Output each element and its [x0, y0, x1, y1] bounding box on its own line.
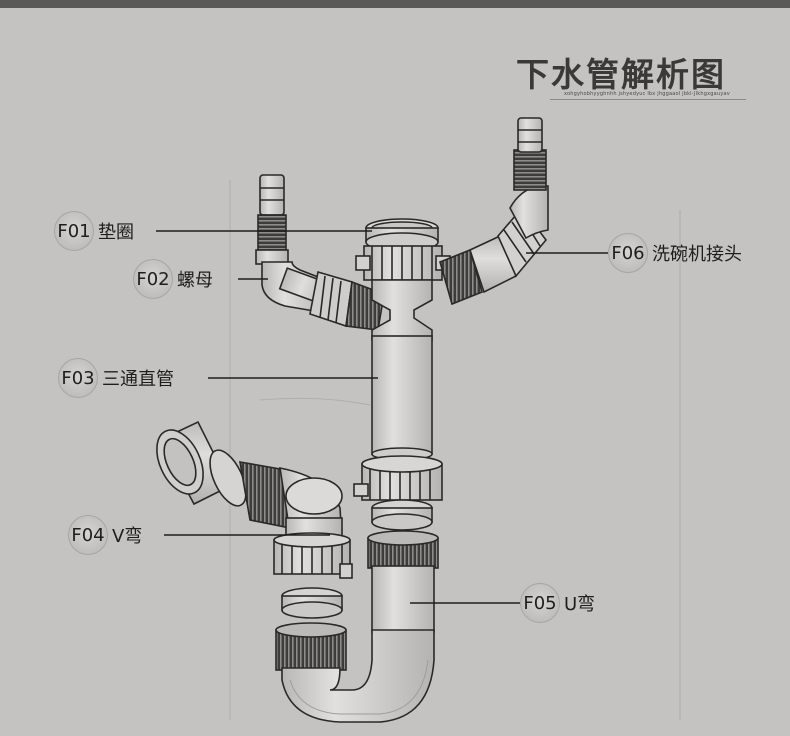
callout-f02-label: 螺母: [177, 270, 213, 291]
callout-f03-code: F03: [58, 358, 98, 398]
callout-f05-label: U弯: [564, 594, 596, 615]
callout-f04-code: F04: [68, 515, 108, 555]
center-tee: [355, 218, 451, 461]
top-band: [0, 0, 790, 8]
diagram-title: 下水管解析图: [516, 55, 726, 94]
u-bend: [275, 530, 439, 723]
callout-f05: F05 U弯: [520, 583, 595, 623]
callout-f02: F02 螺母: [133, 259, 213, 299]
callout-f06-code: F06: [608, 233, 648, 273]
right-inlet: [439, 117, 549, 306]
callout-f01-label: 垫圈: [98, 222, 134, 243]
left-inlet: [255, 174, 385, 331]
background-outlines: [229, 180, 681, 720]
callout-f04-label: V弯: [112, 526, 143, 547]
callout-f02-code: F02: [133, 259, 173, 299]
callout-f06-label: 洗碗机接头: [652, 244, 742, 265]
leader-lines: [156, 230, 608, 604]
callout-f03: F03 三通直管: [58, 358, 174, 398]
v-bend: [156, 420, 353, 619]
callout-f01: F01 垫圈: [54, 211, 134, 251]
subtitle-underline: [550, 99, 746, 100]
callout-f06: F06 洗碗机接头: [608, 233, 742, 273]
callout-f04: F04 V弯: [68, 515, 142, 555]
callout-f03-label: 三通直管: [102, 369, 174, 390]
lower-coupling: [353, 455, 443, 531]
callout-f05-code: F05: [520, 583, 560, 623]
diagram-subtitle: xohgyhobhyyghnhh jshyedyuc lbx jhggaaol …: [564, 91, 730, 97]
callout-f01-code: F01: [54, 211, 94, 251]
